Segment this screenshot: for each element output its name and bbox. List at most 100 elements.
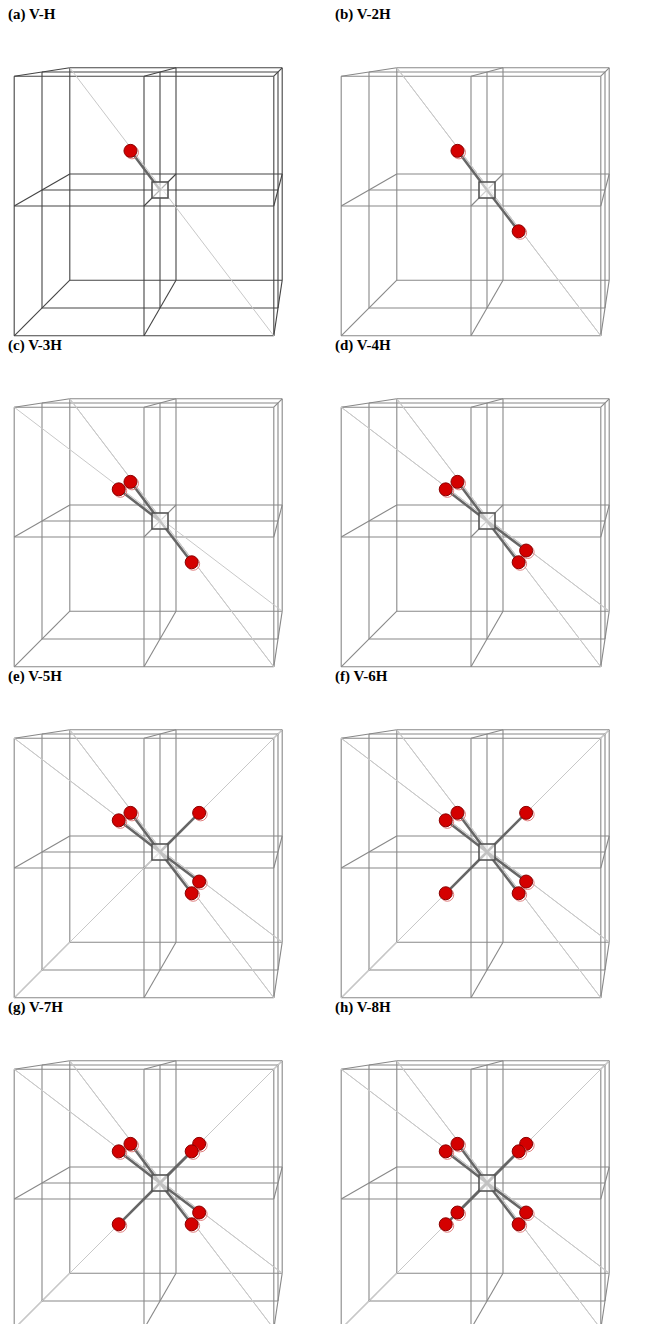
lattice-line [274,1167,282,1199]
lattice-line [397,729,609,730]
hydrogen-atom [112,814,127,829]
lattice-line [369,71,605,72]
lattice-line [609,68,610,280]
lattice-line [175,399,176,611]
hydrogen-sphere [439,1145,452,1158]
lattice-line [341,738,601,739]
lattice-line [70,67,282,68]
hydrogen-atom [451,144,466,159]
hydrogen-sphere [124,806,137,819]
bcc-supercell [14,399,282,667]
hydrogen-sphere [520,544,533,557]
lattice-line [601,505,609,537]
panel-title: (e) V-5H [6,668,64,685]
hydrogen-atom [112,1218,127,1233]
hydrogen-sphere [512,887,525,900]
body-diagonal [14,738,282,942]
body-diagonal [70,399,274,667]
lattice-line [601,1167,609,1199]
hydrogen-atom [193,875,208,890]
hydrogen-atom [193,1206,208,1221]
lattice-line [397,67,609,68]
vacancy-site [479,513,495,529]
vacancy-site [152,1175,168,1191]
hydrogen-sphere [112,483,125,496]
lattice-line [14,738,274,739]
body-diagonal [70,68,274,336]
hydrogen-sphere [451,806,464,819]
lattice-line [42,402,278,403]
vacancy-site [152,513,168,529]
hydrogen-sphere [439,887,452,900]
lattice-line [42,71,278,72]
lattice-line [369,1064,605,1065]
lattice-line [274,399,282,407]
body-diagonal [14,1069,282,1273]
bcc-supercell [14,1061,282,1324]
hydrogen-sphere [439,483,452,496]
lattice-line [274,174,282,206]
hydrogen-sphere [185,1218,198,1231]
lattice-line [397,398,609,399]
body-diagonal [70,399,274,667]
body-diagonal [341,407,609,611]
body-diagonal [70,1069,274,1273]
bcc-supercell [341,1061,609,1324]
hydrogen-sphere [520,875,533,888]
lattice-line [42,1064,278,1065]
body-diagonal [14,1069,282,1273]
hydrogen-atom [520,1206,535,1221]
body-diagonal [397,730,601,998]
lattice-line [502,68,503,280]
lattice-line [282,68,283,280]
body-diagonal [341,1061,609,1324]
lattice-line [601,399,609,407]
hydrogen-sphere [124,475,137,488]
hydrogen-sphere [512,1218,525,1231]
bcc-supercell [341,399,609,667]
hydrogen-atom [185,556,200,571]
hydrogen-sphere [185,556,198,569]
lattice-line [14,407,274,408]
lattice-line [601,68,609,76]
lattice-line [609,399,610,611]
lattice-line [601,174,609,206]
bcc-supercell [14,68,282,336]
panel-title: (h) V-8H [333,999,393,1016]
hydrogen-atom [439,814,454,829]
lattice-line [14,1069,15,1324]
hydrogen-atom [512,225,527,240]
vacancy-site [479,182,495,198]
hydrogen-atom [185,1145,200,1160]
hydrogen-atom [520,544,535,559]
hydrogen-sphere [124,144,137,157]
body-diagonal [397,68,601,336]
body-diagonal [397,1069,601,1273]
hydrogen-sphere [185,1145,198,1158]
hydrogen-sphere [451,475,464,488]
hydrogen-sphere [112,1218,125,1231]
lattice-line [274,505,282,537]
lattice-line [502,399,503,611]
hydrogen-atom [193,806,208,821]
hydrogen-atom [512,1145,527,1160]
lattice-line [175,68,176,280]
hydrogen-sphere [512,1145,525,1158]
vacancy-site [152,844,168,860]
body-diagonal [341,730,609,998]
hydrogen-sphere [193,1206,206,1219]
lattice-line [282,399,283,611]
body-diagonal [341,738,609,942]
hydrogen-sphere [512,225,525,238]
body-diagonal [70,1061,274,1324]
panel-title: (d) V-4H [333,337,393,354]
lattice-line [470,1069,471,1324]
hydrogen-sphere [451,144,464,157]
hydrogen-sphere [451,1206,464,1219]
body-diagonal [397,399,601,667]
lattice-line [14,76,274,77]
lattice-line [397,1060,609,1061]
hydrogen-atom [112,1145,127,1160]
lattice-line [341,407,601,408]
hydrogen-sphere [124,1137,137,1150]
